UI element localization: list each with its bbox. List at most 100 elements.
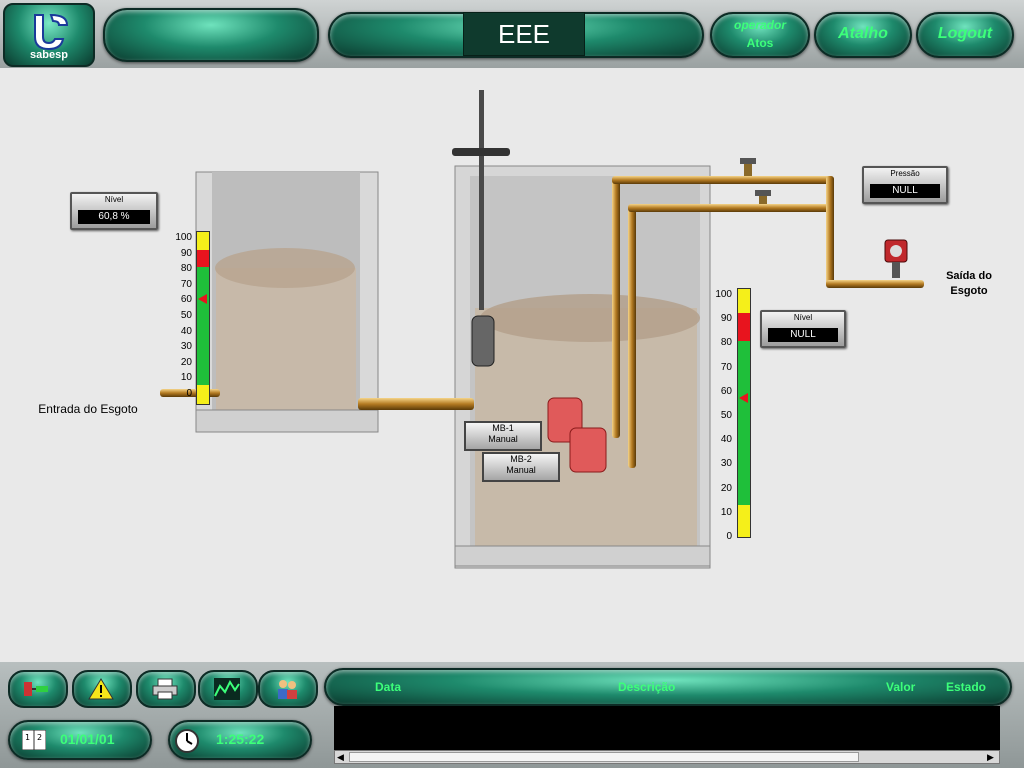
left-bar-red (197, 250, 209, 267)
gate-valve-icon (740, 158, 771, 210)
saida-label-1: Saída do (946, 270, 992, 282)
pressure-display: Pressão NULL (862, 166, 948, 204)
mb1-mode: Manual (488, 434, 518, 444)
valve-stem (479, 90, 484, 310)
page-title: EEE (463, 12, 585, 56)
right-scale-tick-70: 70 (720, 361, 732, 373)
left-scale-tick-10: 10 (180, 372, 192, 384)
right-scale-tick-10: 10 (720, 506, 732, 518)
right-scale-tick-90: 90 (720, 313, 732, 325)
discharge-pipe-2 (628, 206, 636, 468)
scroll-left-icon[interactable]: ◀ (337, 752, 344, 762)
left-scale-tick-60: 60 (180, 294, 192, 306)
scroll-right-icon[interactable]: ▶ (987, 752, 994, 762)
left-scale-tick-90: 90 (180, 247, 192, 259)
left-scale-tick-20: 20 (180, 356, 192, 368)
time-value: 1:25:22 (216, 731, 265, 747)
col-valor[interactable]: Valor (886, 680, 916, 694)
pressure-title: Pressão (890, 169, 920, 178)
left-bar-yellow-top (197, 232, 209, 250)
print-button[interactable] (136, 670, 196, 708)
entrada-label: Entrada do Esgoto (38, 402, 138, 416)
users-button[interactable] (258, 670, 318, 708)
logout-button[interactable]: Logout (916, 12, 1014, 58)
svg-text:1: 1 (25, 733, 30, 742)
left-tank (195, 171, 379, 433)
left-level-display: Nível 60,8 % (70, 192, 158, 230)
alert-button[interactable] (72, 670, 132, 708)
right-scale-tick-80: 80 (720, 337, 732, 349)
atalho-label: Atalho (838, 25, 888, 42)
mb2-mode: Manual (506, 465, 536, 475)
right-level-marker (739, 393, 748, 403)
col-estado[interactable]: Estado (946, 680, 987, 694)
right-scale-tick-0: 0 (726, 531, 732, 542)
discharge-pipe-1 (612, 178, 620, 438)
left-bar-yellow-bottom (197, 385, 209, 404)
left-level-marker (198, 294, 207, 305)
date-value: 01/01/01 (60, 731, 115, 747)
left-scale-tick-50: 50 (180, 310, 192, 321)
left-scale-tick-30: 30 (180, 341, 192, 353)
riser-pipe (826, 176, 834, 286)
operador-sub-label: Atos (746, 36, 774, 50)
mb2-status[interactable]: MB-2 Manual (482, 452, 560, 482)
operador-button[interactable]: operador Atos (710, 12, 810, 58)
left-scale-tick-0: 0 (186, 388, 192, 399)
sabesp-logo-icon (34, 13, 69, 51)
mb1-status[interactable]: MB-1 Manual (464, 421, 542, 451)
process-diagram (195, 90, 908, 569)
scroll-thumb[interactable] (349, 752, 859, 762)
alarm-header (324, 668, 1012, 706)
flowchart-button[interactable] (8, 670, 68, 708)
pressure-sensor-icon (884, 239, 908, 278)
logo-text: sabesp (30, 49, 68, 61)
users-icon (274, 678, 300, 700)
left-scale-tick-40: 40 (180, 325, 192, 337)
right-level-value: NULL (768, 328, 838, 342)
left-scale-tick-70: 70 (180, 278, 192, 290)
left-level-title: Nível (104, 195, 124, 204)
atalho-button[interactable]: Atalho (814, 12, 912, 58)
logo: sabesp (3, 3, 95, 67)
operador-label: operador (733, 18, 786, 32)
flowchart-icon (24, 678, 50, 700)
left-scale-tick-100: 100 (175, 232, 192, 243)
right-scale-tick-40: 40 (720, 434, 732, 446)
right-bar-yellow-bottom (738, 505, 750, 537)
alarm-scrollbar[interactable]: ◀ ▶ (334, 750, 1000, 764)
right-bar-yellow-top (738, 289, 750, 313)
alert-icon (88, 678, 114, 700)
inlet-pipe (160, 389, 220, 397)
header-pipe-2 (628, 204, 834, 212)
right-bar-green (738, 341, 750, 505)
pump-icon (547, 397, 607, 473)
col-data[interactable]: Data (375, 680, 402, 694)
left-level-value: 60,8 % (78, 210, 150, 224)
outlet-pipe (826, 280, 924, 288)
clock-icon (174, 728, 200, 759)
trend-icon (214, 678, 240, 700)
right-scale-tick-50: 50 (720, 410, 732, 421)
right-scale-tick-30: 30 (720, 458, 732, 470)
transfer-pipe (358, 398, 474, 410)
alarm-list[interactable] (334, 706, 1000, 750)
left-bar-green (197, 267, 209, 385)
saida-label-2: Esgoto (950, 285, 988, 297)
right-scale-tick-20: 20 (720, 482, 732, 494)
mb1-name: MB-1 (492, 423, 514, 433)
right-bar-red (738, 313, 750, 341)
trend-button[interactable] (198, 670, 258, 708)
mb2-name: MB-2 (510, 454, 532, 464)
right-scale-tick-60: 60 (720, 385, 732, 397)
time-display: 1:25:22 (168, 720, 312, 760)
pressure-value: NULL (870, 184, 940, 198)
col-descricao[interactable]: Descrição (618, 680, 676, 694)
left-scale-tick-80: 80 (180, 263, 192, 275)
right-level-title: Nível (793, 313, 813, 322)
status-pill (103, 8, 319, 62)
right-tank (454, 165, 711, 569)
header-pipe-1 (612, 176, 834, 184)
